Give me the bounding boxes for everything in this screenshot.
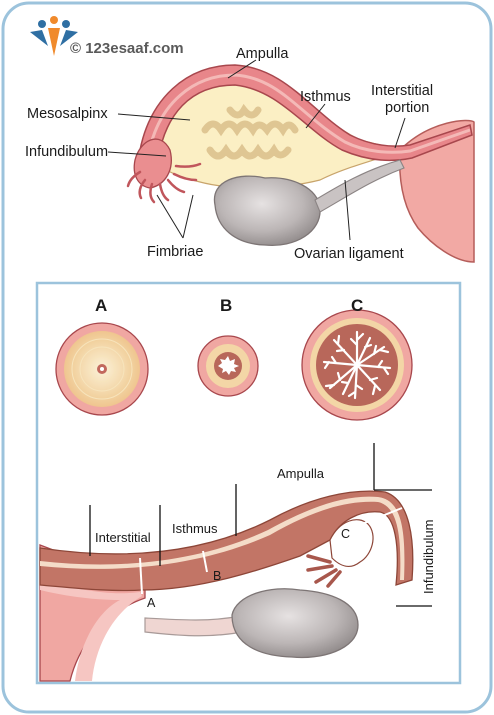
region-divider-lines [89,443,432,607]
label-fimbriae: Fimbriae [147,244,203,260]
tube-folds [201,103,299,160]
point-label-b: B [213,569,221,583]
fimbriae-bottom [306,554,342,588]
cross-section-b [197,335,259,397]
label-mesosalpinx: Mesosalpinx [27,106,108,122]
fimbriae-fringe [126,162,202,204]
region-label-infundibulum: Infundibulum [421,520,436,594]
point-label-a: A [147,596,156,610]
watermark-logo: © 123esaaf.com [30,16,184,57]
ampulla-loop [329,519,374,567]
top-leader-lines [107,59,406,241]
tube-highlight [148,73,471,154]
label-isthmus: Isthmus [300,89,351,105]
cross-section-c [301,309,413,421]
longitudinal-tube [39,490,414,682]
section-label-c: C [351,296,363,315]
uterine-cavity [40,580,142,681]
isthmus-lumen [218,356,239,375]
label-ampulla: Ampulla [236,46,289,62]
cross-section-a [55,322,149,416]
label-infundibulum: Infundibulum [25,144,108,160]
people-logo-icon [30,16,78,56]
top-tube-illustration: Ampulla Isthmus Interstitial portion Mes… [25,46,475,263]
ovarian-ligament [314,159,405,213]
region-label-interstitial: Interstitial [95,530,151,545]
point-label-c: C [341,527,350,541]
section-label-b: B [220,296,232,315]
section-label-a: A [95,296,107,315]
label-ovarian-ligament: Ovarian ligament [294,246,404,262]
ampulla-folds [322,330,392,400]
label-interstitial-portion: portion [385,100,429,116]
infundibulum-funnel [133,138,172,189]
region-label-isthmus: Isthmus [172,521,218,536]
label-interstitial: Interstitial [371,83,433,99]
ovary-bottom [231,588,359,659]
region-label-ampulla: Ampulla [277,466,325,481]
section-markers [139,507,403,595]
watermark-text: © 123esaaf.com [70,40,184,57]
